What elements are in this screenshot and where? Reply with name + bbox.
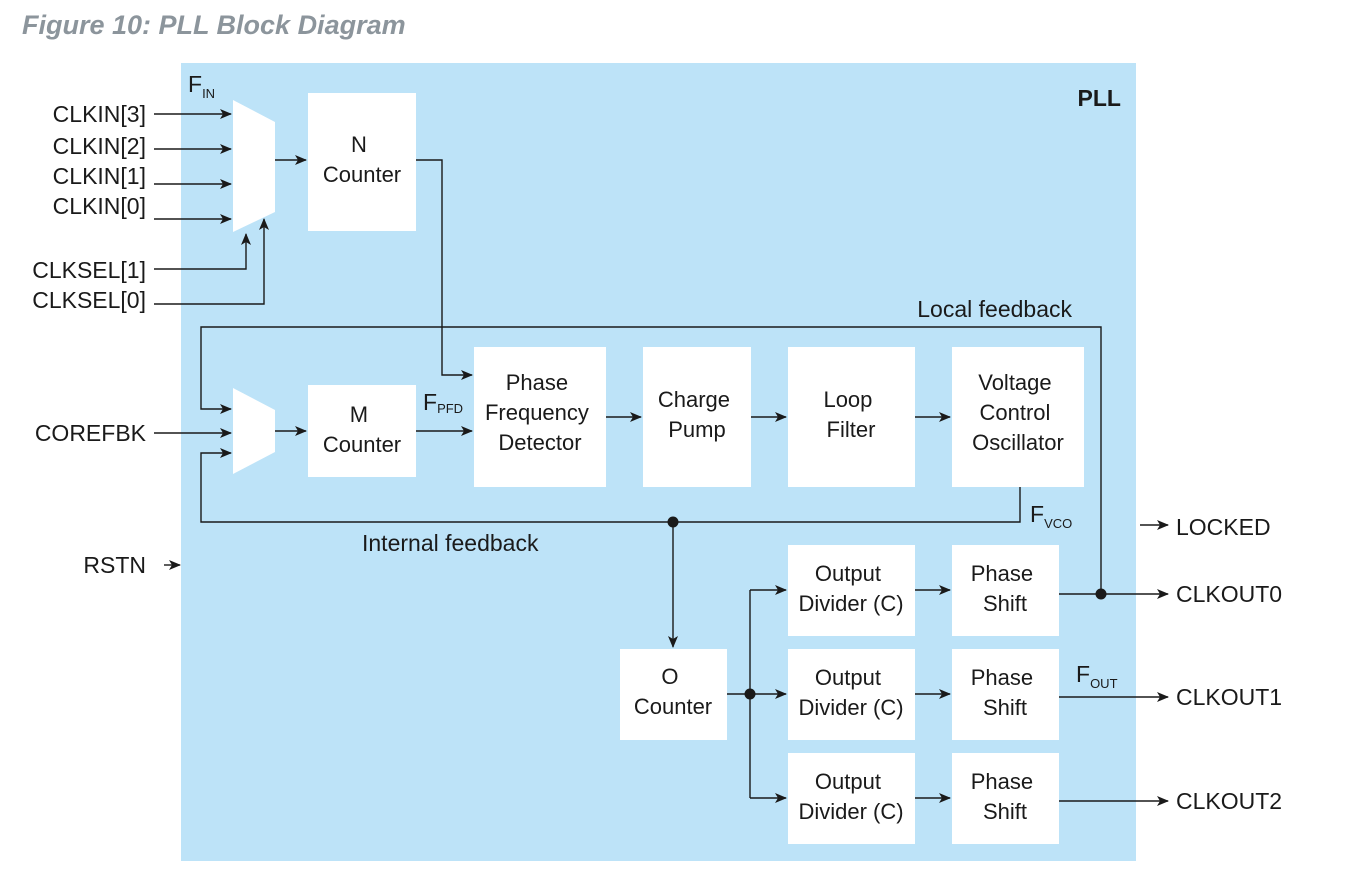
shift2-label: Phase Shift <box>971 769 1040 824</box>
clkout1-label: CLKOUT1 <box>1176 684 1282 710</box>
locked-label: LOCKED <box>1176 514 1271 540</box>
clksel0-wire <box>154 218 269 305</box>
clkin0-label: CLKIN[0] <box>53 193 146 219</box>
charge-pump-label: Charge Pump <box>658 387 736 442</box>
clkout0-junction-dot <box>1095 588 1107 600</box>
rstn-label: RSTN <box>83 552 146 578</box>
n-counter-block <box>308 93 416 231</box>
input-mux <box>233 100 275 232</box>
shift1-block <box>952 649 1059 740</box>
n-counter-to-pfd-wire <box>416 159 473 380</box>
clkin2-label: CLKIN[2] <box>53 133 146 159</box>
clksel1-wire <box>154 233 251 270</box>
f-vco-label: FVCO <box>1030 501 1072 531</box>
divider0-label: Output Divider (C) <box>798 561 903 616</box>
clksel0-label: CLKSEL[0] <box>32 287 146 313</box>
f-in-label: FIN <box>188 71 215 101</box>
internal-feedback-wire <box>200 448 1021 523</box>
divider0-block <box>788 545 915 636</box>
n-counter-label: N Counter <box>323 132 401 187</box>
clkout2-label: CLKOUT2 <box>1176 788 1282 814</box>
figure-caption: Figure 10: PLL Block Diagram <box>22 10 406 40</box>
m-counter-label: M Counter <box>323 402 401 457</box>
clksel1-label: CLKSEL[1] <box>32 257 146 283</box>
vco-label: Voltage Control Oscillator <box>972 370 1064 455</box>
divider2-label: Output Divider (C) <box>798 769 903 824</box>
corefbk-label: COREFBK <box>35 420 147 446</box>
vco-block <box>952 347 1084 487</box>
loop-filter-label: Loop Filter <box>823 387 878 442</box>
shift0-block <box>952 545 1059 636</box>
clkin1-label: CLKIN[1] <box>53 163 146 189</box>
m-counter-block <box>308 385 416 477</box>
loop-filter-block <box>788 347 915 487</box>
pll-label: PLL <box>1078 85 1121 111</box>
local-feedback-wire <box>200 326 1102 594</box>
feedback-mux <box>233 388 275 474</box>
shift0-label: Phase Shift <box>971 561 1040 616</box>
clkin3-label: CLKIN[3] <box>53 101 146 127</box>
o-counter-label: O Counter <box>634 664 712 719</box>
divider1-block <box>788 649 915 740</box>
pfd-block <box>474 347 606 487</box>
o-counter-block <box>620 649 727 740</box>
f-out-label: FOUT <box>1076 661 1118 691</box>
f-pfd-label: FPFD <box>423 389 463 416</box>
divider2-block <box>788 753 915 844</box>
local-feedback-label: Local feedback <box>917 296 1072 322</box>
divider1-label: Output Divider (C) <box>798 665 903 720</box>
internal-feedback-label: Internal feedback <box>362 530 539 556</box>
shift1-label: Phase Shift <box>971 665 1040 720</box>
clkout0-label: CLKOUT0 <box>1176 581 1282 607</box>
shift2-block <box>952 753 1059 844</box>
charge-pump-block <box>643 347 751 487</box>
pfd-label: Phase Frequency Detector <box>485 370 595 455</box>
